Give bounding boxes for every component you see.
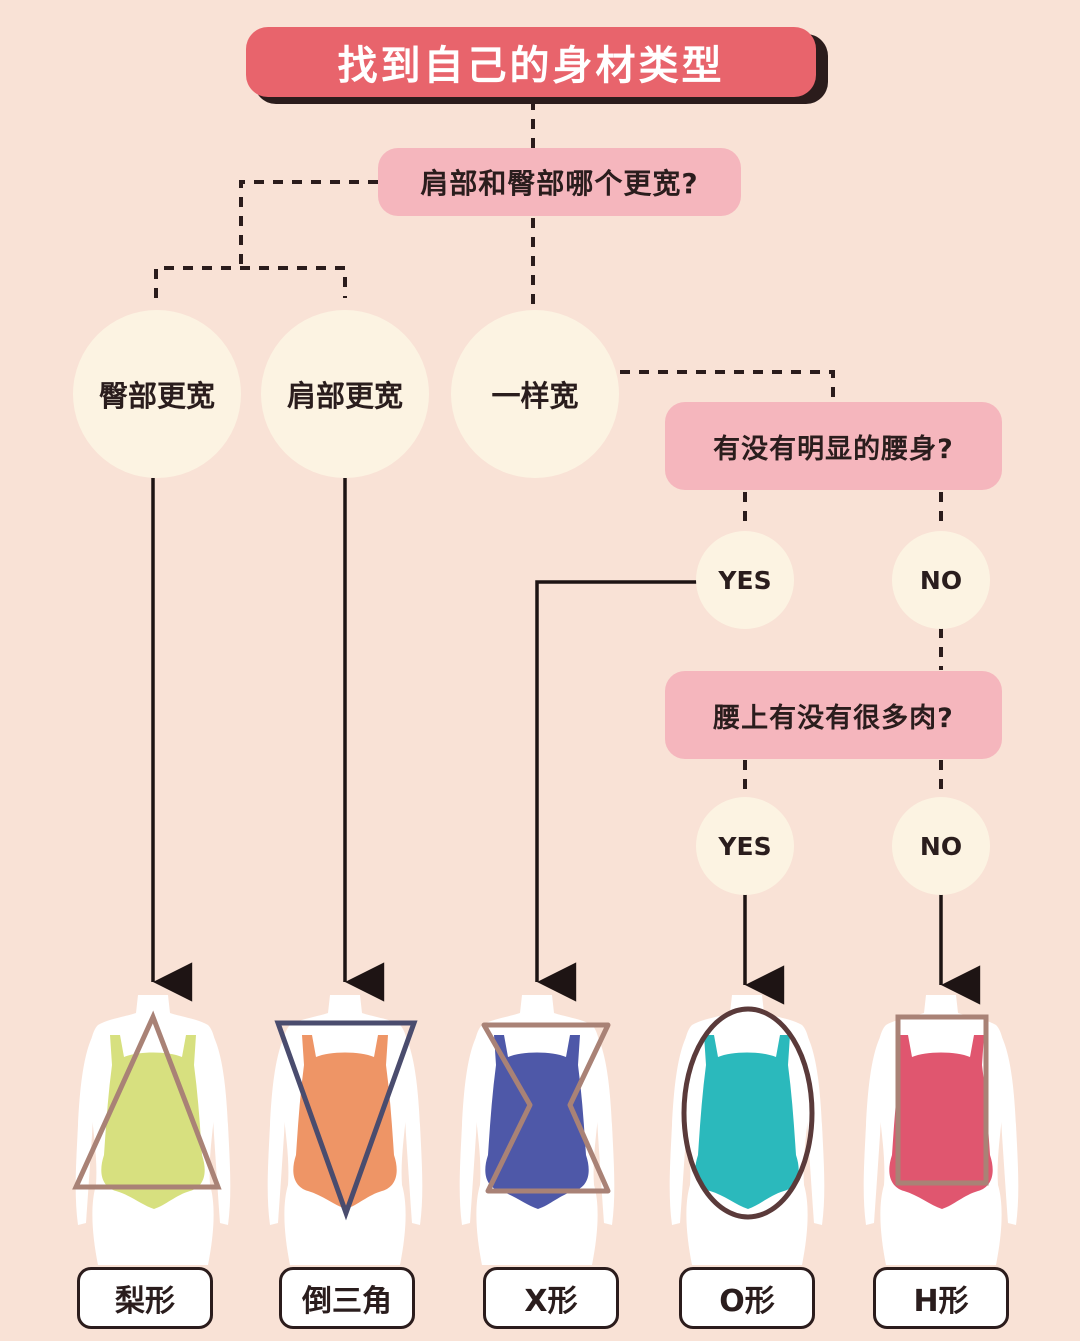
figure-triangle [72,995,231,1265]
outline-inverted-triangle [274,1020,418,1221]
swimsuit-rectangle [889,1035,993,1209]
answer-waist-no: NO [892,531,990,629]
figure-oval [669,995,825,1265]
answer-fat-yes: YES [696,797,794,895]
result-label-x-shape: X形 [483,1267,619,1329]
dash-q1-left [239,180,378,268]
answer-hips-wider: 臀部更宽 [73,310,241,478]
result-label-o-shape: O形 [679,1267,815,1329]
swimsuit-inverted-triangle [293,1035,397,1209]
result-label-inverted-triangle: 倒三角 [279,1267,415,1329]
question-waist-fat: 腰上有没有很多肉? [665,671,1002,759]
question-waist-defined: 有没有明显的腰身? [665,402,1002,490]
answer-shoulders-wider: 肩部更宽 [261,310,429,478]
swimsuit-oval [695,1035,799,1209]
answer-waist-yes: YES [696,531,794,629]
outline-oval [681,1006,815,1220]
swimsuit-hourglass [485,1035,589,1209]
figure-rectangle [863,995,1019,1265]
question-shoulders-vs-hips: 肩部和臀部哪个更宽? [378,148,741,216]
arrow-to-x [535,580,697,1002]
swimsuit-triangle [101,1035,205,1209]
outline-hourglass [481,1022,611,1194]
answer-fat-no: NO [892,797,990,895]
outline-triangle [72,1010,222,1190]
dash-same-to-q2 [620,370,835,400]
answer-same-width: 一样宽 [451,310,619,478]
result-label-pear: 梨形 [77,1267,213,1329]
outline-rectangle [895,1014,989,1186]
result-label-h-shape: H形 [873,1267,1009,1329]
dash-split [154,266,347,298]
page-title: 找到自己的身材类型 [246,27,816,97]
figure-inverted-triangle [267,995,423,1265]
figure-hourglass [459,995,615,1265]
